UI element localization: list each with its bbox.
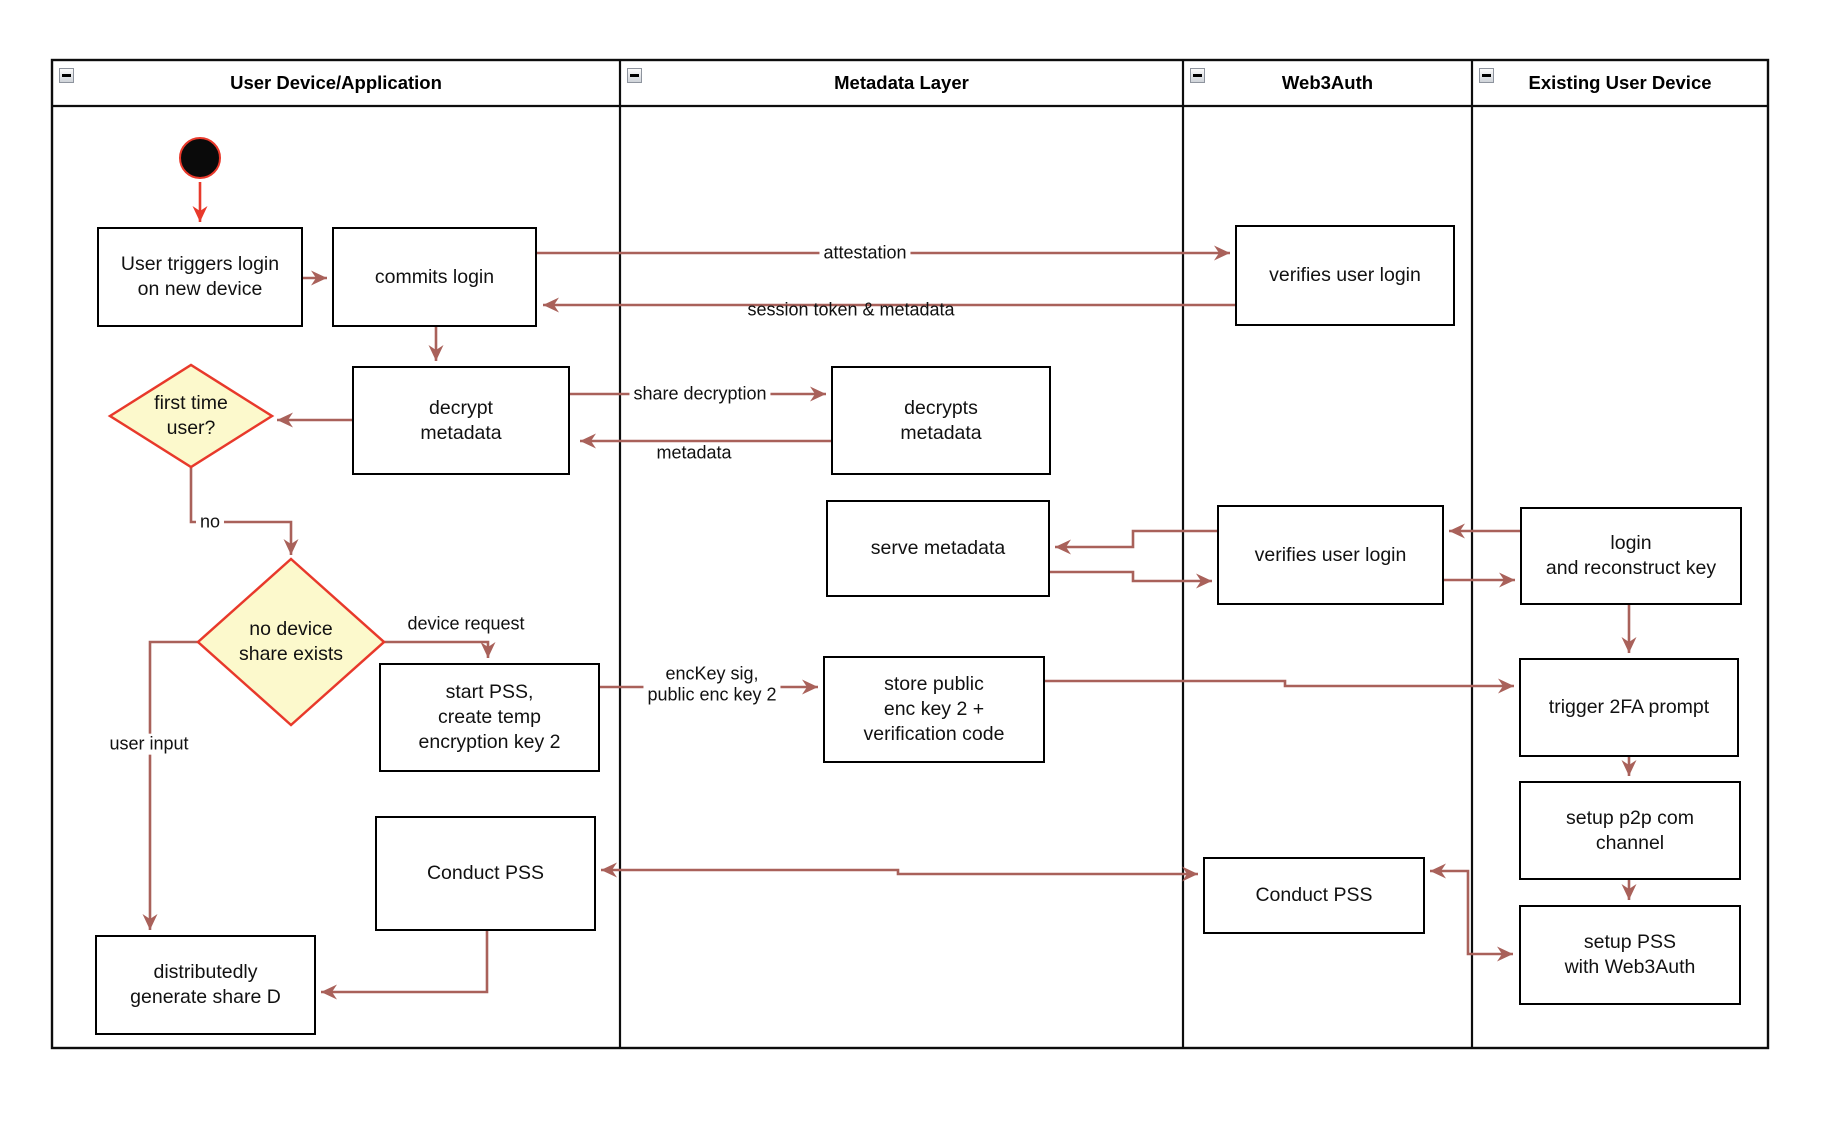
box-conduct-pss-right: Conduct PSS <box>1203 857 1425 934</box>
label-attestation-label: attestation <box>819 242 911 264</box>
label-session-token-label: session token & metadata <box>747 299 955 320</box>
collapse-button-web3auth[interactable] <box>1190 68 1205 83</box>
label-share-decryption-label: share decryption <box>629 383 771 405</box>
box-conduct-pss-left: Conduct PSS <box>375 816 596 931</box>
box-verifies-user-login-2: verifies user login <box>1217 505 1444 605</box>
label-metadata-label: metadata <box>656 442 732 463</box>
collapse-button-existing-user-device[interactable] <box>1479 68 1494 83</box>
box-trigger-2fa-prompt: trigger 2FA prompt <box>1519 658 1739 757</box>
box-setup-pss-web3auth: setup PSS with Web3Auth <box>1519 905 1741 1005</box>
minus-icon <box>630 74 639 77</box>
lane-header-user-device-application: User Device/Application <box>230 72 442 93</box>
diamond-label-first-time-user: first time user? <box>154 392 228 439</box>
start-node <box>179 137 221 179</box>
edge-store-to-trigger-2fa <box>1045 679 1514 688</box>
edge-user-input-flow <box>148 640 198 930</box>
minus-icon <box>1193 74 1202 77</box>
collapse-button-user-device-application[interactable] <box>59 68 74 83</box>
box-decrypt-metadata: decrypt metadata <box>352 366 570 475</box>
box-store-public-enc-key: store public enc key 2 + verification co… <box>823 656 1045 763</box>
lane-header-metadata-layer: Metadata Layer <box>834 72 969 93</box>
box-verifies-user-login-1: verifies user login <box>1235 225 1455 326</box>
edge-setup-pss-conduct-link <box>1430 869 1513 956</box>
lane-header-web3auth: Web3Auth <box>1281 72 1374 93</box>
box-start-pss: start PSS, create temp encryption key 2 <box>379 663 600 772</box>
label-no-label: no <box>195 511 225 533</box>
box-serve-metadata: serve metadata <box>826 500 1050 597</box>
box-distributedly-generate-share-d: distributedly generate share D <box>95 935 316 1035</box>
edge-serve-to-verifies2 <box>1050 570 1212 583</box>
box-setup-p2p-channel: setup p2p com channel <box>1519 781 1741 880</box>
label-user-input-label: user input <box>105 733 193 755</box>
minus-icon <box>1482 74 1491 77</box>
box-commits-login: commits login <box>332 227 537 327</box>
edge-conduct-to-distributedly <box>321 931 489 994</box>
box-login-and-reconstruct-key: login and reconstruct key <box>1520 507 1742 605</box>
edge-conduct-pss-link <box>601 868 1198 876</box>
edge-device-request-flow <box>384 640 490 658</box>
label-device-request-label: device request <box>407 613 525 634</box>
minus-icon <box>62 74 71 77</box>
box-decrypts-metadata: decrypts metadata <box>831 366 1051 475</box>
diamond-label-no-device-share-exists: no device share exists <box>238 618 344 665</box>
collapse-button-metadata-layer[interactable] <box>627 68 642 83</box>
box-user-triggers-login: User triggers login on new device <box>97 227 303 327</box>
label-enckey-sig-label: encKey sig, public enc key 2 <box>643 663 781 705</box>
edge-verifies2-to-serve <box>1055 529 1217 549</box>
lane-header-existing-user-device: Existing User Device <box>1528 72 1712 93</box>
